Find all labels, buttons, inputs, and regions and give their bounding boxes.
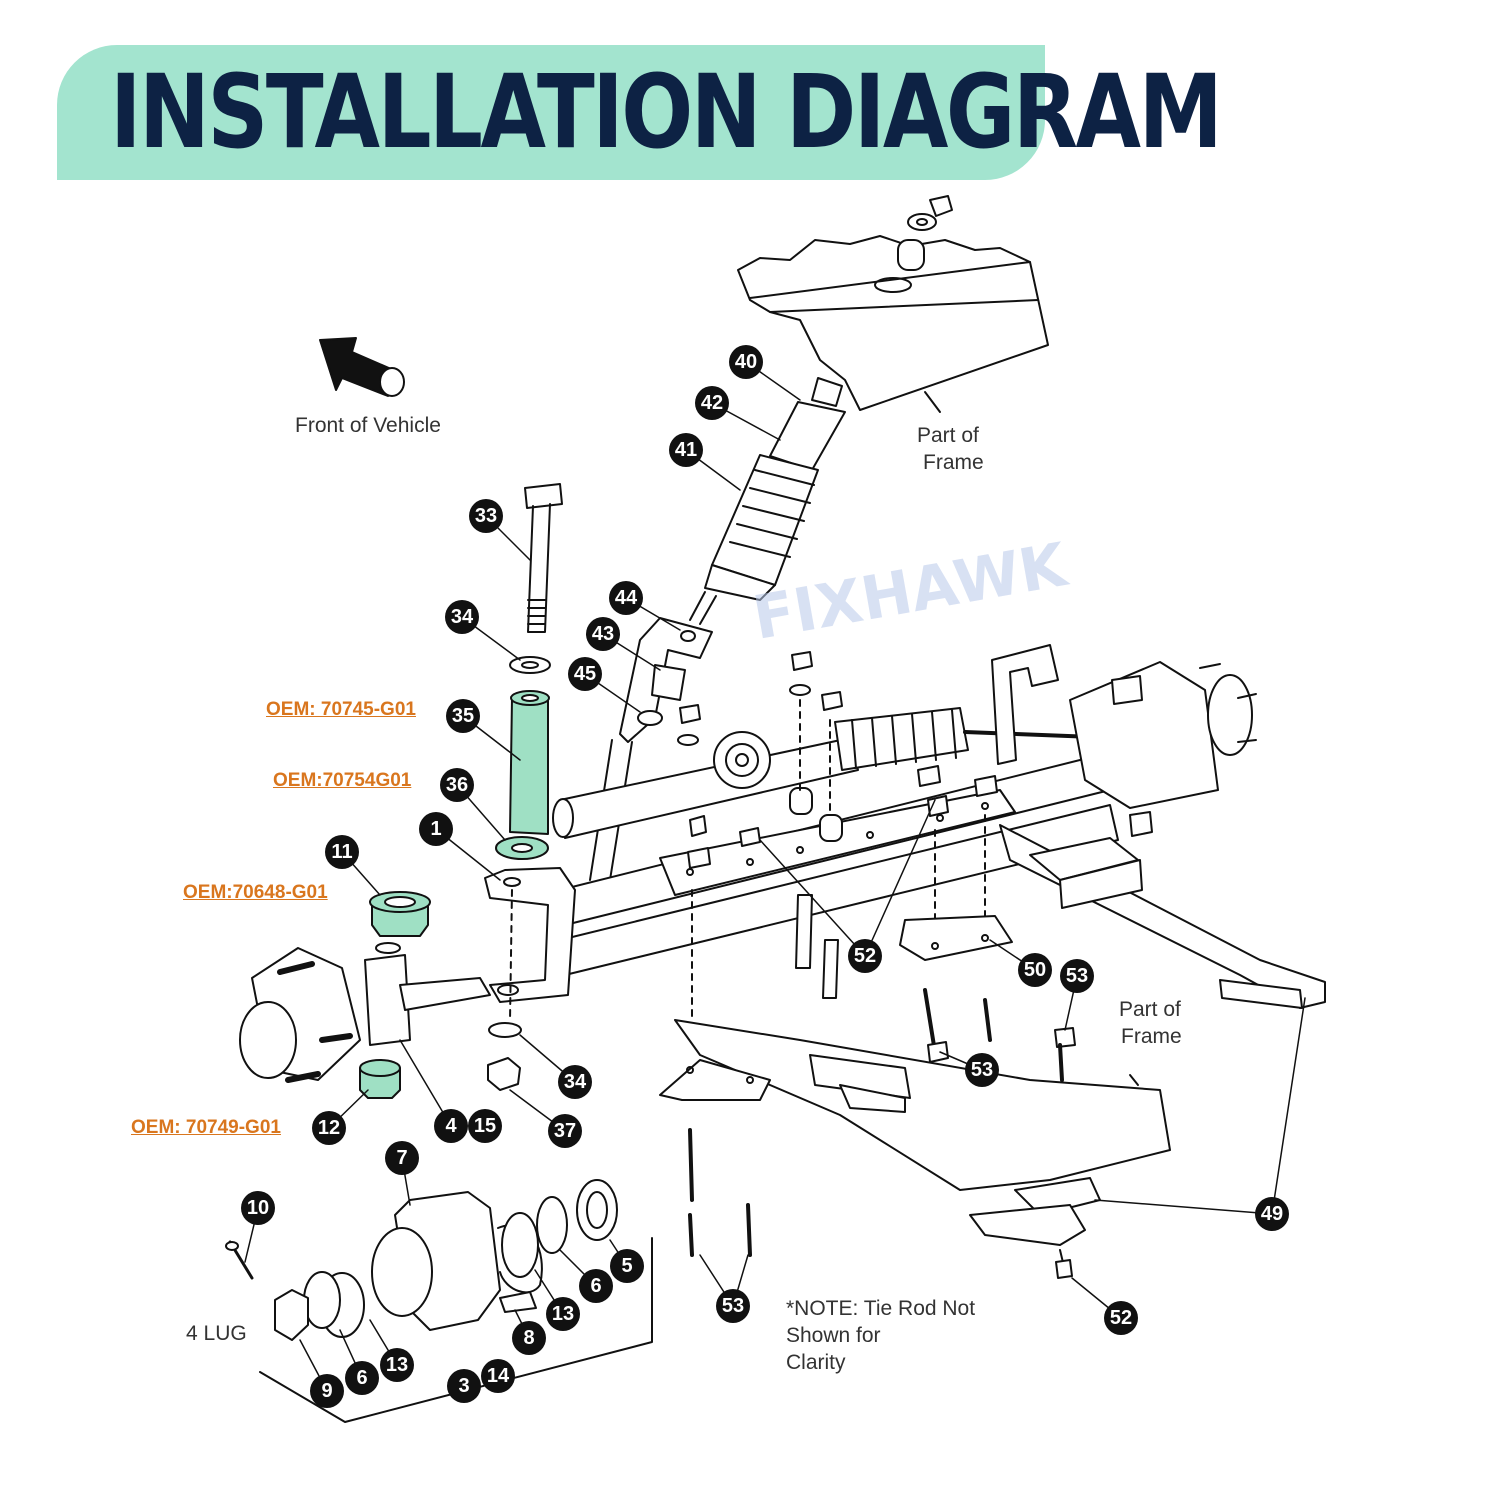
right-spindle-hub <box>991 644 1257 837</box>
right-leaf-spring <box>999 824 1326 1009</box>
nut-37 <box>487 1057 521 1091</box>
sleeve-35-highlight <box>509 690 550 835</box>
part-marker: 53 <box>965 1053 999 1087</box>
part-marker: 12 <box>312 1111 346 1145</box>
part-marker: 6 <box>579 1269 613 1303</box>
part-marker: 35 <box>446 699 480 733</box>
spring-plate-50 <box>899 915 1013 1063</box>
part-marker: 40 <box>729 345 763 379</box>
part-marker: 45 <box>568 657 602 691</box>
part-marker: 53 <box>716 1289 750 1323</box>
upper-frame-part <box>737 235 1049 413</box>
title-banner <box>57 45 1045 180</box>
part-marker: 1 <box>419 812 453 846</box>
part-marker: 52 <box>848 939 882 973</box>
note-line2: Shown for <box>786 1324 881 1347</box>
left-kingpin-arm <box>364 867 576 1046</box>
page-title: INSTALLATION DIAGRAM <box>110 53 1223 172</box>
part-marker: 49 <box>1255 1197 1289 1231</box>
hub-exploded-parts <box>225 1179 653 1423</box>
frame-label-top-line1: Part of <box>917 424 979 447</box>
washer-34-lower <box>488 1022 522 1038</box>
part-marker: 6 <box>345 1361 379 1395</box>
frame-label-bottom-line2: Frame <box>1121 1025 1182 1048</box>
top-mount-hardware <box>897 195 953 271</box>
part-marker: 10 <box>241 1191 275 1225</box>
part-marker: 13 <box>380 1348 414 1382</box>
part-marker: 44 <box>609 581 643 615</box>
steering-shaft-assembly <box>689 377 846 625</box>
bushing-11-highlight <box>369 891 431 937</box>
oem-label-upper-bushing: OEM:70648-G01 <box>183 882 328 903</box>
note-line3: Clarity <box>786 1351 846 1374</box>
mounting-plate <box>659 651 1016 1021</box>
part-marker: 33 <box>469 499 503 533</box>
part-marker: 7 <box>385 1141 419 1175</box>
oem-label-sleeve: OEM: 70745-G01 <box>266 699 416 720</box>
front-arrow-icon <box>319 337 405 397</box>
part-marker: 53 <box>1060 959 1094 993</box>
lug-label: 4 LUG <box>186 1322 247 1345</box>
part-marker: 4 <box>434 1109 468 1143</box>
oem-label-lower-bushing: OEM: 70749-G01 <box>131 1117 281 1138</box>
frame-label-bottom-line1: Part of <box>1119 998 1181 1021</box>
part-marker: 15 <box>468 1109 502 1143</box>
part-marker: 8 <box>512 1321 546 1355</box>
washer-34-top <box>509 656 551 674</box>
part-marker: 37 <box>548 1114 582 1148</box>
front-of-vehicle-label: Front of Vehicle <box>295 414 441 437</box>
part-marker: 9 <box>310 1374 344 1408</box>
left-hub <box>239 947 361 1083</box>
lower-frame-part <box>659 1019 1171 1279</box>
note-line1: *NOTE: Tie Rod Not <box>786 1297 976 1320</box>
oem-label-washer: OEM:70754G01 <box>273 770 412 791</box>
part-marker: 14 <box>481 1359 515 1393</box>
part-marker: 11 <box>325 835 359 869</box>
part-marker: 34 <box>558 1065 592 1099</box>
part-marker: 41 <box>669 433 703 467</box>
part-marker: 5 <box>610 1249 644 1283</box>
part-marker: 36 <box>440 768 474 802</box>
part-marker: 13 <box>546 1297 580 1331</box>
part-marker: 34 <box>445 600 479 634</box>
bushing-12-highlight <box>359 1059 401 1099</box>
bolt-33 <box>524 483 563 633</box>
part-marker: 3 <box>447 1369 481 1403</box>
part-marker: 43 <box>586 617 620 651</box>
steering-bracket <box>589 617 713 881</box>
part-marker: 42 <box>695 386 729 420</box>
part-marker: 50 <box>1018 953 1052 987</box>
part-marker: 52 <box>1104 1301 1138 1335</box>
frame-label-top-line2: Frame <box>923 451 984 474</box>
